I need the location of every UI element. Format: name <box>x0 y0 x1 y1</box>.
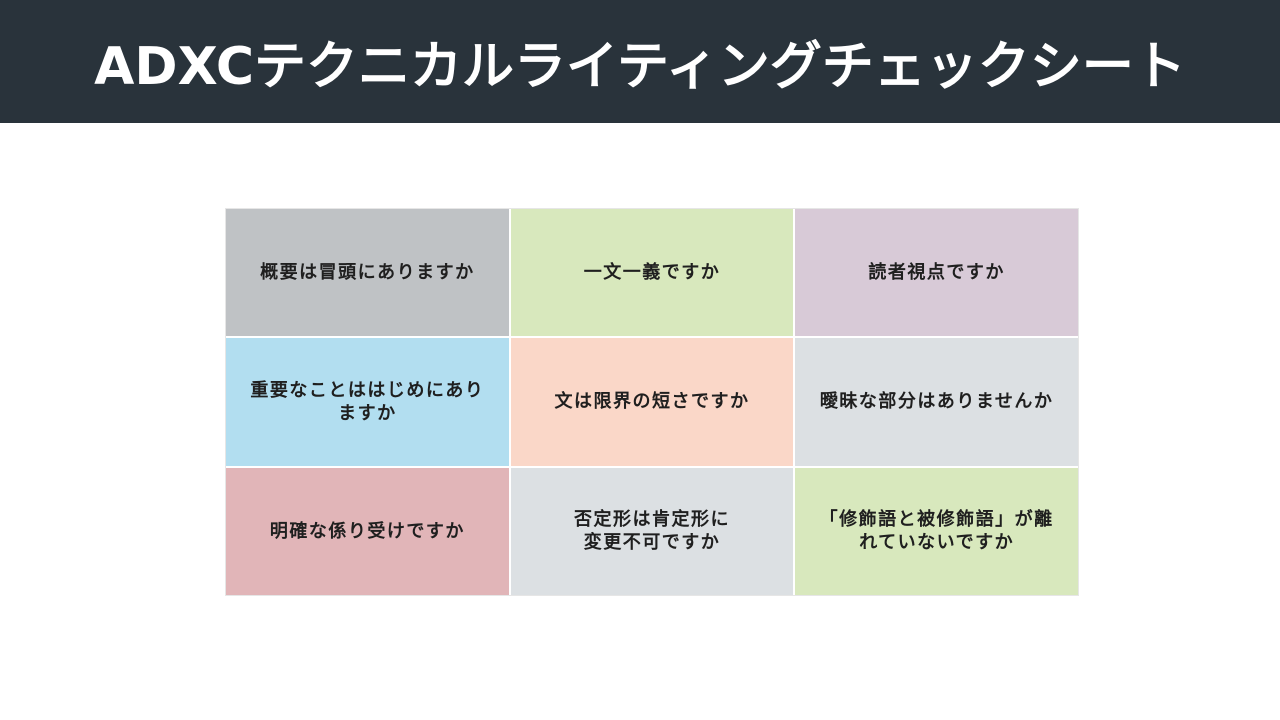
checklist-cell: 曖昧な部分はありませんか <box>795 338 1078 466</box>
checklist-item-text: 一文一義ですか <box>583 261 721 283</box>
checklist-cell: 読者視点ですか <box>795 209 1078 337</box>
checklist-item-text: 文は限界の短さですか <box>554 391 750 413</box>
title-bar: ADXCテクニカルライティングチェックシート <box>0 0 1280 123</box>
checklist-cell: 「修飾語と被修飾語」が離 れていないですか <box>795 467 1078 595</box>
checklist-item-text: 「修飾語と被修飾語」が離 れていないですか <box>819 508 1054 554</box>
checklist-item-text: 否定形は肯定形に 変更不可ですか <box>573 508 730 554</box>
checklist-item-text: 重要なことははじめにあり ますか <box>250 379 485 424</box>
checklist-cell: 一文一義ですか <box>510 209 794 337</box>
checklist-cell: 否定形は肯定形に 変更不可ですか <box>510 467 794 595</box>
checklist-cell: 概要は冒頭にありますか <box>226 209 509 337</box>
page-title: ADXCテクニカルライティングチェックシート <box>94 37 1186 97</box>
checklist-item-text: 明確な係り受けですか <box>269 520 465 542</box>
checklist-item-text: 読者視点ですか <box>868 261 1005 283</box>
checklist-grid: 概要は冒頭にありますか 一文一義ですか 読者視点ですか 重要なことははじめにあり… <box>225 208 1079 596</box>
checklist-item-text: 概要は冒頭にありますか <box>260 261 475 283</box>
checklist-item-text: 曖昧な部分はありませんか <box>819 391 1054 413</box>
checklist-cell: 明確な係り受けですか <box>226 467 509 595</box>
checklist-cell: 重要なことははじめにあり ますか <box>226 338 509 466</box>
checklist-cell: 文は限界の短さですか <box>510 338 794 466</box>
